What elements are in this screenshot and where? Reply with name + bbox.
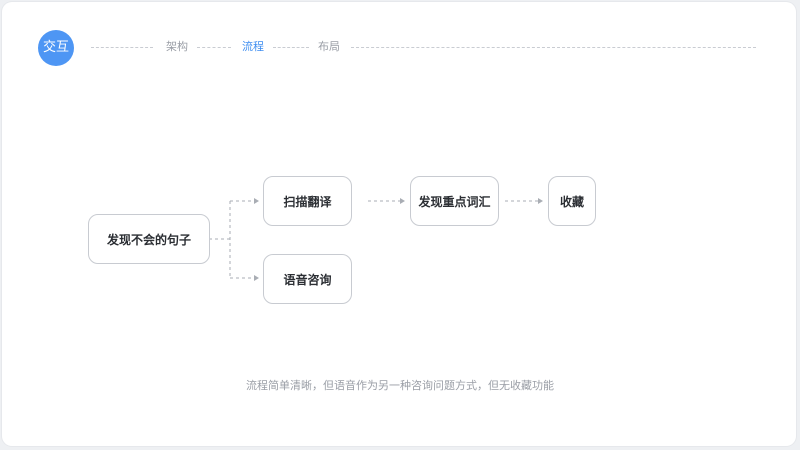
header-divider xyxy=(197,47,231,48)
section-badge[interactable]: 交互 xyxy=(38,30,74,66)
header-divider xyxy=(351,47,756,48)
node-voice-consult: 语音咨询 xyxy=(263,254,352,304)
node-collect: 收藏 xyxy=(548,176,596,226)
header-divider xyxy=(273,47,309,48)
arrow-head xyxy=(538,198,543,204)
tab-flow[interactable]: 流程 xyxy=(242,40,264,53)
arrow-head xyxy=(254,198,259,204)
header-divider xyxy=(91,47,153,48)
node-label: 发现重点词汇 xyxy=(418,194,491,209)
node-label: 语音咨询 xyxy=(283,272,332,287)
arrow-head xyxy=(400,198,405,204)
tab-architecture[interactable]: 架构 xyxy=(166,40,188,53)
tab-layout[interactable]: 布局 xyxy=(318,40,340,53)
node-start: 发现不会的句子 xyxy=(88,214,210,264)
arrow-head xyxy=(254,275,259,281)
connector-start-branch xyxy=(209,201,231,278)
node-label: 扫描翻译 xyxy=(283,194,332,209)
node-label: 发现不会的句子 xyxy=(106,232,191,247)
caption-text: 流程简单清晰，但语音作为另一种咨询问题方式，但无收藏功能 xyxy=(246,379,554,392)
node-find-keywords: 发现重点词汇 xyxy=(410,176,499,226)
node-label: 收藏 xyxy=(559,194,584,209)
node-scan-translate: 扫描翻译 xyxy=(263,176,352,226)
